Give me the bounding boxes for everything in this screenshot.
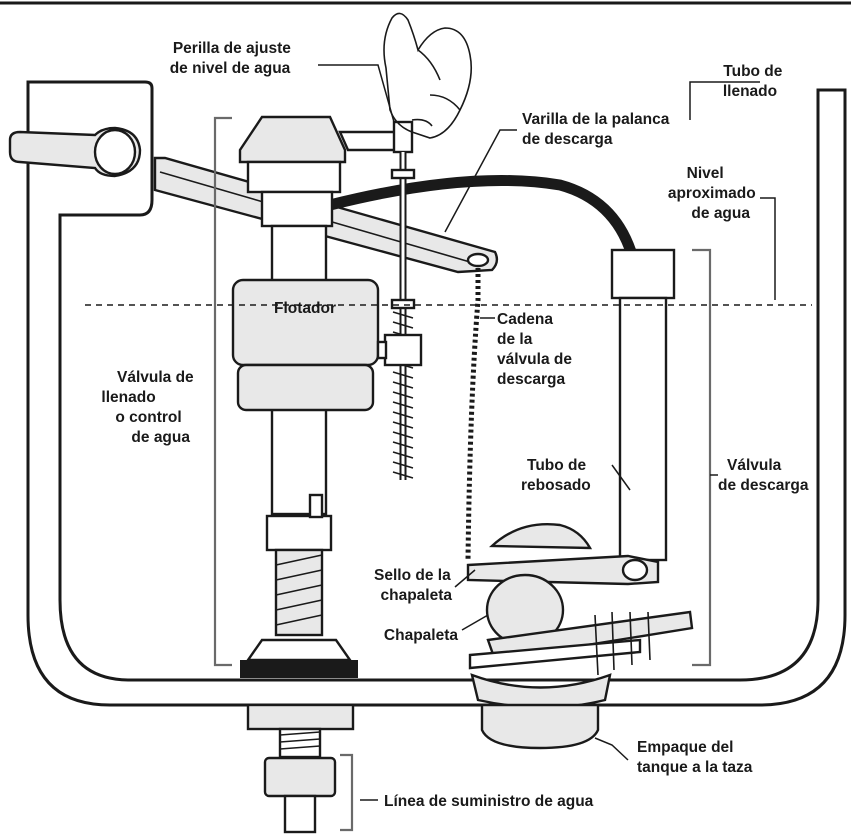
adjustment-rod bbox=[338, 120, 423, 480]
flush-chain bbox=[465, 268, 481, 561]
hand-illustration bbox=[383, 12, 473, 139]
supply-line-bracket bbox=[340, 753, 354, 832]
float-cup bbox=[231, 278, 380, 367]
label-tubo-llenado: Tubo de llenado bbox=[723, 63, 787, 100]
label-chapaleta: Chapaleta bbox=[384, 627, 458, 644]
water-supply-line bbox=[246, 703, 355, 834]
label-cadena: Cadena de la válvula de descarga bbox=[497, 311, 576, 388]
fill-valve-bracket bbox=[213, 116, 232, 667]
label-flotador: Flotador bbox=[274, 300, 336, 317]
flush-valve-bracket bbox=[692, 248, 712, 667]
label-empaque: Empaque del tanque a la taza bbox=[637, 739, 753, 776]
label-varilla: Varilla de la palanca de descarga bbox=[522, 111, 674, 148]
flush-valve bbox=[466, 248, 694, 709]
tank-bowl-gasket bbox=[480, 703, 600, 750]
label-linea-suministro: Línea de suministro de agua bbox=[384, 793, 594, 810]
label-sello: Sello de la chapaleta bbox=[374, 567, 455, 604]
refill-tube bbox=[324, 175, 638, 261]
fill-valve bbox=[231, 115, 380, 678]
label-valvula-descarga: Válvula de descarga bbox=[718, 457, 809, 494]
label-nivel: Nivel aproximado de agua bbox=[668, 165, 760, 222]
tank-handle bbox=[8, 126, 142, 178]
label-rebosado: Tubo de rebosado bbox=[521, 457, 591, 494]
toilet-tank bbox=[26, 80, 847, 707]
label-perilla: Perilla de ajuste de nivel de agua bbox=[170, 40, 295, 77]
label-valvula-llenado: Válvula de llenado o control de agua bbox=[101, 369, 198, 446]
